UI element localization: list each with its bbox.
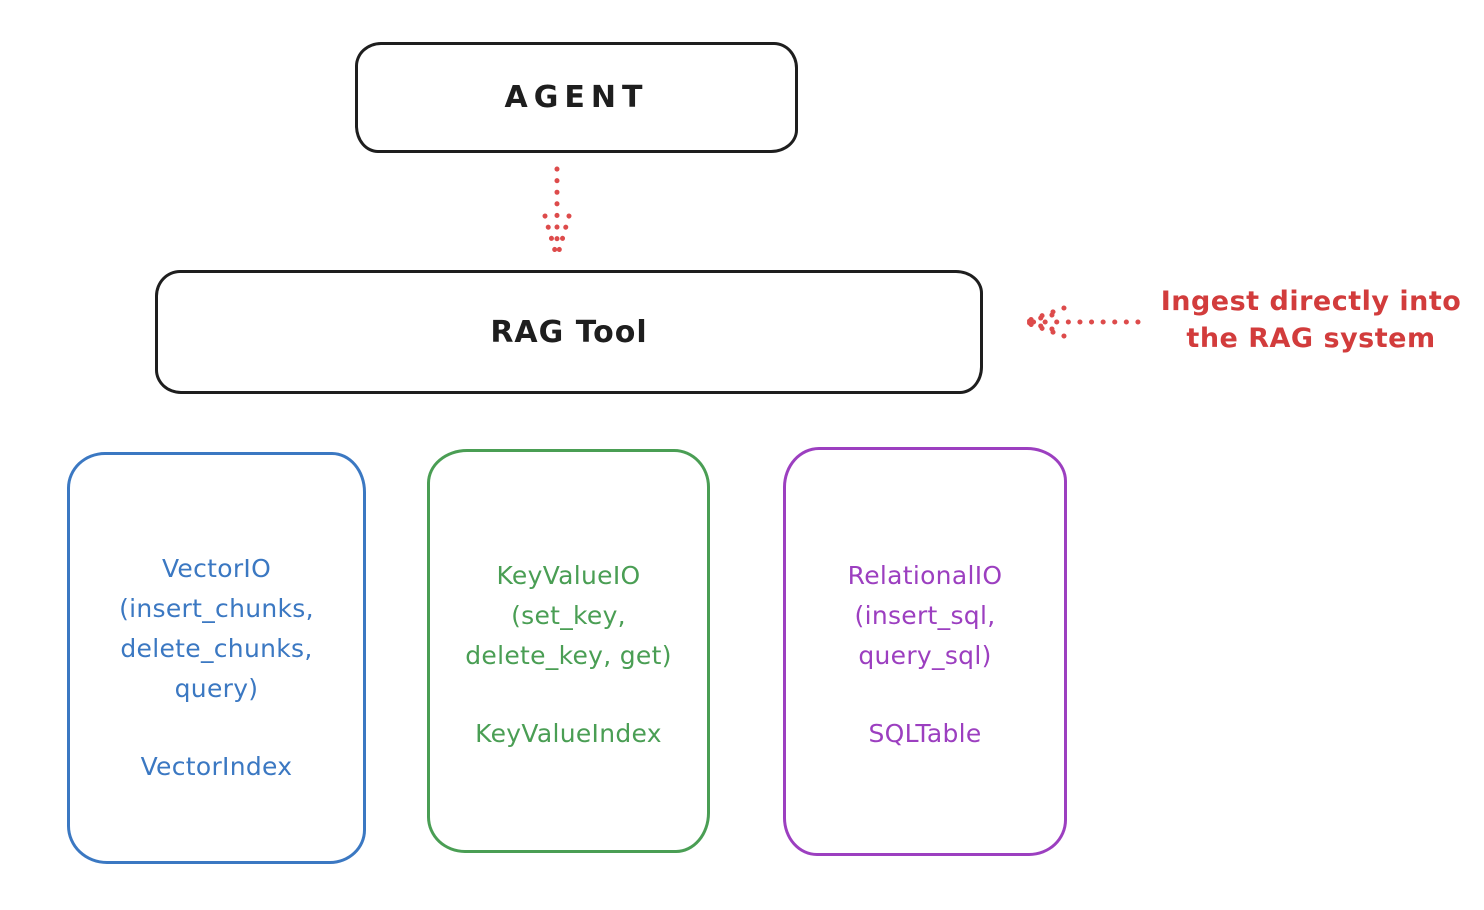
keyvalueindex-label: KeyValueIndex bbox=[475, 719, 662, 748]
agent-label: AGENT bbox=[504, 80, 649, 115]
vectorio-index-label: VectorIndex bbox=[140, 752, 293, 781]
ingest-annotation-line1: Ingest directly into bbox=[1160, 286, 1462, 317]
keyvalueio-line: KeyValueIO bbox=[496, 561, 641, 590]
dotted-arrow-down-icon bbox=[542, 166, 572, 257]
rag-tool-label: RAG Tool bbox=[490, 314, 648, 350]
dotted-arrow-left-icon bbox=[1021, 305, 1141, 339]
vectorio-line: (insert_chunks, bbox=[119, 594, 314, 623]
ingest-annotation: Ingest directly into the RAG system bbox=[1138, 283, 1484, 357]
sqltable-label: SQLTable bbox=[868, 719, 982, 748]
relationalio-node[interactable]: RelationalIO (insert_sql, query_sql) SQL… bbox=[783, 447, 1067, 856]
rag-tool-node[interactable]: RAG Tool bbox=[155, 270, 983, 394]
vectorio-line: VectorIO bbox=[161, 554, 272, 583]
vectorio-line: query) bbox=[174, 674, 259, 703]
vectorio-node[interactable]: VectorIO (insert_chunks, delete_chunks, … bbox=[67, 452, 366, 864]
keyvalueio-line: delete_key, get) bbox=[465, 641, 672, 670]
vectorio-line: delete_chunks, bbox=[120, 634, 313, 663]
agent-node[interactable]: AGENT bbox=[355, 42, 798, 153]
ingest-annotation-line2: the RAG system bbox=[1186, 323, 1436, 354]
keyvalueio-line: (set_key, bbox=[511, 601, 626, 630]
relationalio-line: query_sql) bbox=[858, 641, 992, 670]
keyvalueio-node[interactable]: KeyValueIO (set_key, delete_key, get) Ke… bbox=[427, 449, 710, 853]
relationalio-line: RelationalIO bbox=[847, 561, 1003, 590]
relationalio-line: (insert_sql, bbox=[854, 601, 996, 630]
